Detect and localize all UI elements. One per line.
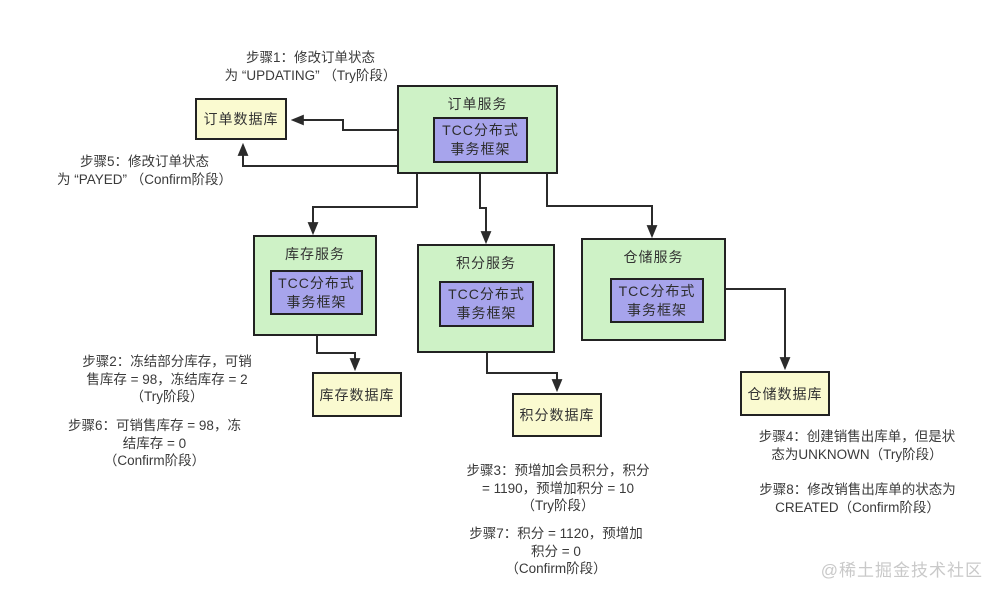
order-database-box: 订单数据库	[195, 98, 287, 140]
arrow-points-service-to-points-db	[486, 353, 563, 393]
step3-annotation: 步骤3：预增加会员积分，积分 = 1190，预增加积分 = 10 （Try阶段）	[466, 463, 650, 513]
arrow-order-to-stock-service	[307, 174, 418, 236]
arrow-order-to-warehouse-service	[546, 174, 658, 239]
step1-annotation: 步骤1：修改订单状态 为 “UPDATING” （Try阶段）	[224, 50, 397, 83]
stock-database-box: 库存数据库	[312, 372, 402, 417]
stock-service-title: 库存服务	[285, 246, 345, 262]
stock-tcc-framework-box: TCC分布式 事务框架	[270, 270, 363, 315]
order-service-box: 订单服务 TCC分布式 事务框架	[397, 85, 558, 174]
step4-annotation: 步骤4：创建销售出库单，但是状 态为UNKNOWN（Try阶段）	[758, 429, 956, 462]
order-service-title: 订单服务	[447, 96, 508, 112]
warehouse-service-box: 仓储服务 TCC分布式 事务框架	[581, 238, 726, 341]
juejin-watermark: @稀土掘金技术社区	[820, 561, 983, 580]
step5-annotation: 步骤5：修改订单状态 为 “PAYED” （Confirm阶段）	[56, 154, 232, 187]
warehouse-tcc-framework-box: TCC分布式 事务框架	[610, 278, 704, 323]
step8-annotation: 步骤8：修改销售出库单的状态为 CREATED（Confirm阶段）	[759, 482, 956, 515]
points-database-box: 积分数据库	[512, 393, 602, 437]
points-tcc-framework-box: TCC分布式 事务框架	[439, 281, 534, 327]
warehouse-service-title: 仓储服务	[623, 249, 684, 265]
order-tcc-framework-box: TCC分布式 事务框架	[433, 117, 528, 163]
arrow-warehouse-service-to-warehouse-db	[726, 288, 791, 371]
arrow-order-service-to-order-db-try	[290, 114, 397, 131]
points-service-box: 积分服务 TCC分布式 事务框架	[417, 244, 555, 353]
arrow-order-service-to-order-db-confirm	[237, 142, 397, 167]
step6-annotation: 步骤6：可销售库存 = 98，冻 结库存 = 0 （Confirm阶段）	[68, 418, 241, 468]
stock-service-box: 库存服务 TCC分布式 事务框架	[253, 235, 377, 336]
points-service-title: 积分服务	[456, 255, 516, 271]
step2-annotation: 步骤2：冻结部分库存，可销 售库存 = 98，冻结库存 = 2 （Try阶段）	[82, 354, 252, 404]
step7-annotation: 步骤7：积分 = 1120，预增加 积分 = 0 （Confirm阶段）	[469, 526, 643, 576]
warehouse-database-box: 仓储数据库	[740, 371, 830, 416]
arrow-order-to-points-service	[479, 174, 492, 245]
arrow-stock-service-to-stock-db	[316, 336, 361, 372]
